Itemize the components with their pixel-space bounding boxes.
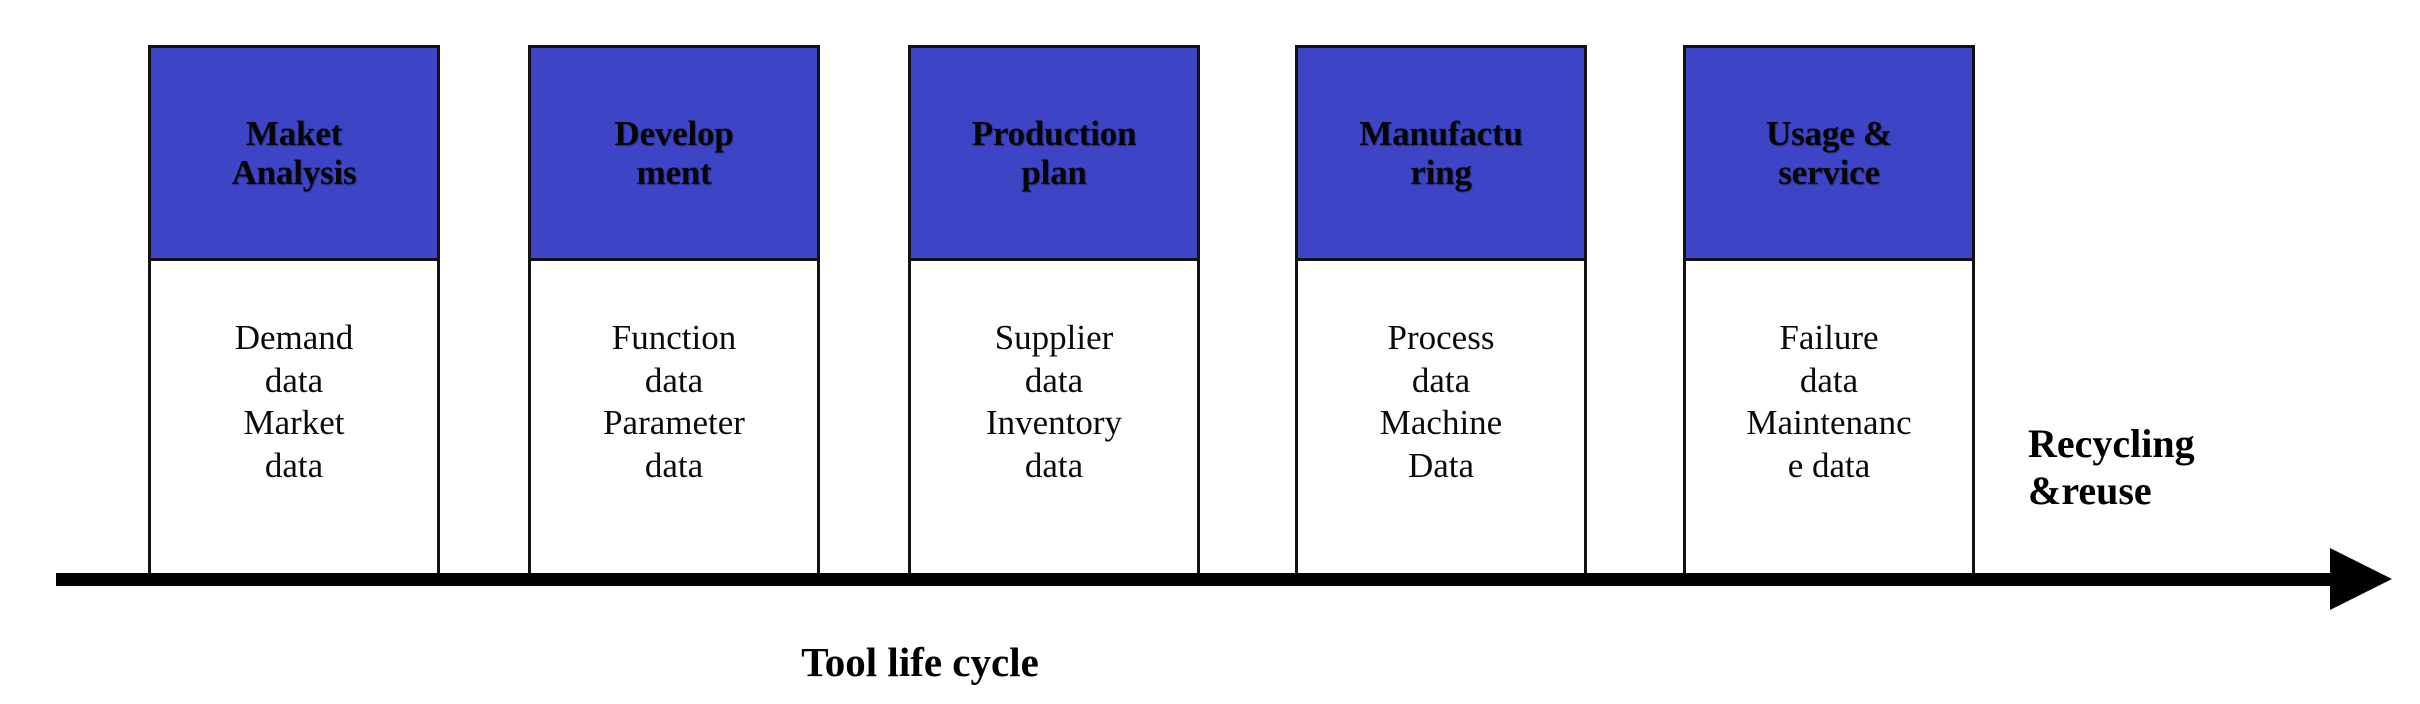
stage-header-line1: Maket	[245, 113, 343, 153]
recycling-reuse-label: Recycling &reuse	[2028, 420, 2328, 514]
stage-body-line: e data	[1787, 446, 1871, 486]
stage-header-line2: ring	[1410, 153, 1472, 192]
stage-body-line: Inventory	[985, 403, 1123, 443]
stage-body-line: data	[1024, 360, 1084, 400]
stage-box-development[interactable]: Develop ment Function data Parameter dat…	[528, 45, 820, 583]
stage-header-line2: service	[1778, 153, 1880, 192]
stage-header-manufacturing: Manufactu ring	[1298, 48, 1584, 261]
stage-body-market-analysis: Demand data Market data	[151, 261, 437, 580]
stage-body-line: Failure	[1779, 318, 1879, 357]
stage-body-usage-service: Failure data Maintenanc e data	[1686, 261, 1972, 580]
stage-body-line: data	[644, 446, 704, 486]
stage-body-manufacturing: Process data Machine Data	[1298, 261, 1584, 580]
stage-body-line: Supplier	[994, 318, 1114, 357]
stage-box-production-plan[interactable]: Production plan Supplier data Inventory …	[908, 45, 1200, 583]
stage-box-manufacturing[interactable]: Manufactu ring Process data Machine Data	[1295, 45, 1587, 583]
stage-header-line2: plan	[1021, 153, 1087, 192]
stage-header-line1: Usage &	[1766, 113, 1892, 153]
stage-body-development: Function data Parameter data	[531, 261, 817, 580]
stage-header-line1: Develop	[614, 113, 734, 153]
stage-body-line: Data	[1407, 446, 1475, 486]
stage-box-usage-service[interactable]: Usage & service Failure data Maintenanc …	[1683, 45, 1975, 583]
stage-body-line: data	[264, 360, 324, 400]
stage-body-line: data	[644, 360, 704, 400]
recycling-label-line1: Recycling	[2028, 421, 2195, 466]
stage-header-production-plan: Production plan	[911, 48, 1197, 261]
stage-body-line: Maintenanc	[1746, 403, 1912, 443]
stage-body-line: Process	[1387, 318, 1495, 357]
stage-body-line: Demand	[234, 318, 354, 357]
stage-box-market-analysis[interactable]: Maket Analysis Demand data Market data	[148, 45, 440, 583]
stage-body-line: data	[264, 446, 324, 486]
diagram-caption: Tool life cycle	[801, 639, 1039, 685]
stage-body-line: data	[1799, 360, 1859, 400]
stage-body-line: Function	[611, 318, 737, 357]
stage-body-line: Market	[243, 403, 345, 443]
stage-header-line1: Manufactu	[1359, 113, 1523, 153]
stage-header-usage-service: Usage & service	[1686, 48, 1972, 261]
stage-header-line1: Production	[971, 113, 1137, 153]
arrow-right-icon	[2330, 548, 2392, 610]
stage-body-line: data	[1024, 446, 1084, 486]
stage-header-line2: Analysis	[231, 153, 357, 192]
stage-header-line2: ment	[636, 153, 712, 192]
stage-body-line: Parameter	[603, 403, 745, 443]
stage-header-market-analysis: Maket Analysis	[151, 48, 437, 261]
stage-body-line: data	[1411, 360, 1471, 400]
stage-header-development: Develop ment	[531, 48, 817, 261]
stage-body-production-plan: Supplier data Inventory data	[911, 261, 1197, 580]
stage-body-line: Machine	[1379, 403, 1503, 443]
recycling-label-line2: &reuse	[2028, 468, 2152, 514]
timeline-arrow-line	[56, 573, 2376, 586]
